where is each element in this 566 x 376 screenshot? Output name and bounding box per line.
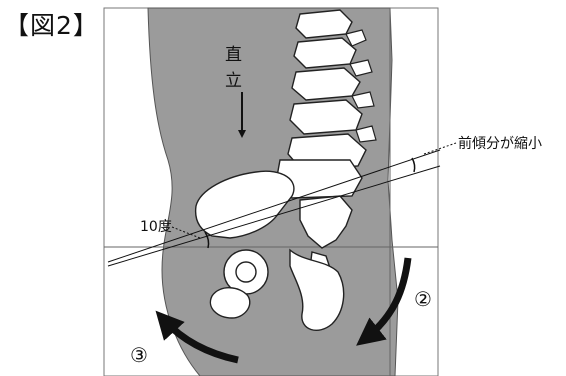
upright-label-top: 直 bbox=[225, 45, 242, 65]
step-3-label: ③ bbox=[130, 343, 148, 367]
upright-label-bottom: 立 bbox=[225, 71, 242, 91]
angle-label: 10度 bbox=[140, 219, 172, 235]
tilt-reduced-label: 前傾分が縮小 bbox=[458, 135, 542, 152]
step-2-label: ② bbox=[414, 287, 432, 311]
